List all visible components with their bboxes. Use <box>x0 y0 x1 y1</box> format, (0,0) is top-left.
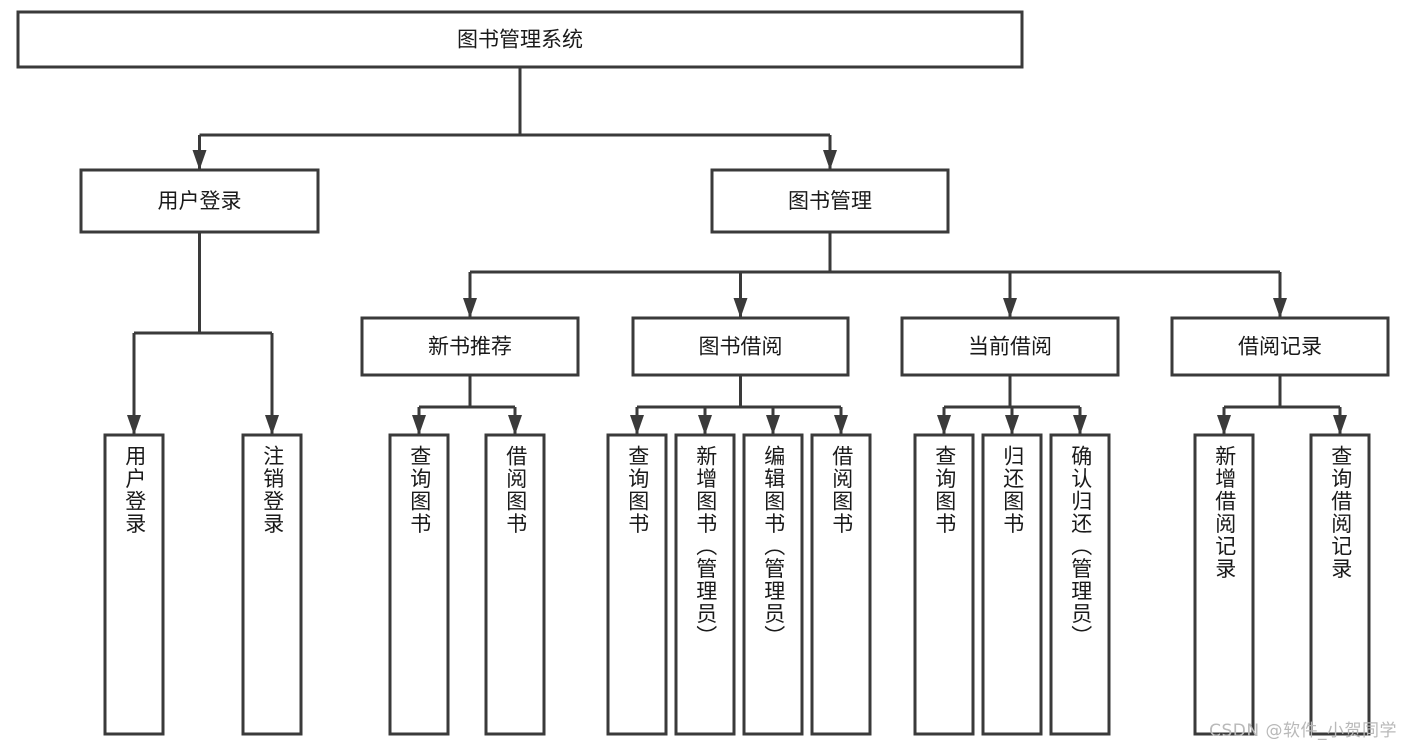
node-label: 用户登录 <box>158 189 242 213</box>
node-label: 借阅记录 <box>1238 335 1322 359</box>
node-box <box>484 433 546 736</box>
arrow-head-icon <box>823 150 837 170</box>
node-leaf-query-book-borrow[interactable] <box>606 433 668 736</box>
arrow-head-icon <box>1073 415 1087 435</box>
arrow-head-icon <box>630 415 644 435</box>
node-box <box>388 433 450 736</box>
node-leaf-query-book-rec[interactable] <box>388 433 450 736</box>
node-box <box>1309 433 1371 736</box>
arrow-head-icon <box>1273 298 1287 318</box>
node-label: 图书管理系统 <box>457 28 583 52</box>
arrow-head-icon <box>733 298 748 318</box>
node-box <box>360 316 580 377</box>
node-book-borrow[interactable]: 图书借阅 <box>631 316 850 377</box>
node-book-management[interactable]: 图书管理 <box>710 168 950 234</box>
node-leaf-query-borrow-record[interactable] <box>1309 433 1371 736</box>
node-label: 新书推荐 <box>428 335 512 359</box>
node-leaf-add-borrow-record[interactable] <box>1193 433 1255 736</box>
arrow-head-icon <box>127 415 141 435</box>
node-box <box>913 433 975 736</box>
node-leaf-logout-login[interactable] <box>241 433 303 736</box>
node-leaf-query-book-current[interactable] <box>913 433 975 736</box>
node-leaf-borrow-book-rec[interactable] <box>484 433 546 736</box>
node-box <box>1193 433 1255 736</box>
node-new-book-recommend[interactable]: 新书推荐 <box>360 316 580 377</box>
arrow-head-icon <box>1003 298 1017 318</box>
arrow-head-icon <box>1333 415 1347 435</box>
arrow-head-icon <box>698 415 712 435</box>
node-box <box>103 433 165 736</box>
node-current-borrow[interactable]: 当前借阅 <box>900 316 1120 377</box>
node-label: 当前借阅 <box>968 335 1052 359</box>
arrow-head-icon <box>508 415 522 435</box>
node-leaf-user-login[interactable] <box>103 433 165 736</box>
csdn-watermark: CSDN @软件_小贺同学 <box>1209 721 1397 741</box>
node-user-login[interactable]: 用户登录 <box>79 168 320 234</box>
node-leaf-edit-book-admin[interactable] <box>742 433 804 736</box>
node-label: 图书借阅 <box>699 335 783 359</box>
node-box <box>79 168 320 234</box>
node-box <box>674 433 736 736</box>
arrow-head-icon <box>1217 415 1231 435</box>
node-box <box>241 433 303 736</box>
node-leaf-return-book[interactable] <box>981 433 1043 736</box>
arrow-head-icon <box>463 298 477 318</box>
arrow-head-icon <box>937 415 951 435</box>
node-box <box>710 168 950 234</box>
node-leaf-confirm-return-admin[interactable] <box>1049 433 1111 736</box>
node-box <box>631 316 850 377</box>
arrow-head-icon <box>412 415 426 435</box>
node-leaf-add-book-admin[interactable] <box>674 433 736 736</box>
node-box <box>606 433 668 736</box>
node-box <box>900 316 1120 377</box>
arrow-head-icon <box>265 415 279 435</box>
node-box <box>810 433 872 736</box>
arrow-head-icon <box>766 415 780 435</box>
node-box <box>981 433 1043 736</box>
arrow-head-icon <box>1005 415 1019 435</box>
node-box <box>1049 433 1111 736</box>
node-box <box>1170 316 1390 377</box>
node-leaf-borrow-book[interactable] <box>810 433 872 736</box>
node-box <box>742 433 804 736</box>
connectors-layer <box>127 67 1347 435</box>
node-root[interactable]: 图书管理系统 <box>16 10 1024 69</box>
node-label: 图书管理 <box>788 189 872 213</box>
arrow-head-icon <box>834 415 848 435</box>
node-borrow-record[interactable]: 借阅记录 <box>1170 316 1390 377</box>
arrow-head-icon <box>192 150 207 170</box>
node-box <box>16 10 1024 69</box>
